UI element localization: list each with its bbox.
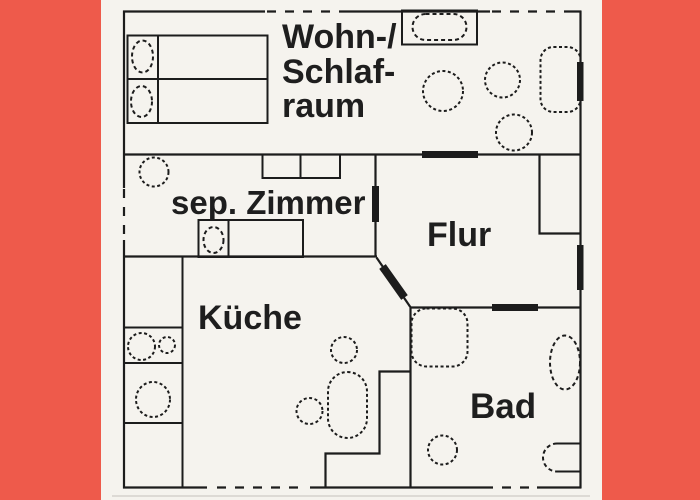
hob-icon [135, 381, 171, 418]
room-label-kueche: Küche [198, 299, 302, 337]
bar-wohnraum-flur [422, 151, 478, 158]
room-label-line: raum [282, 87, 366, 125]
room-label-sep-zimmer: sep. Zimmer [171, 184, 366, 221]
pillow-icon [130, 85, 153, 118]
sink-icon [127, 332, 156, 361]
scan-smudge-line [112, 495, 590, 497]
chair-icon [495, 113, 533, 152]
bar-sepzimmer-door [372, 186, 379, 222]
kueche-step-wall [324, 370, 411, 488]
chair-icon [330, 336, 358, 364]
room-label-line: Schlaf- [282, 52, 396, 91]
chair-icon [295, 397, 324, 425]
pillow-icon [202, 226, 225, 254]
room-label-bad: Bad [470, 387, 537, 426]
shower-icon [410, 307, 469, 368]
room-label-flur: Flur [427, 216, 492, 254]
double-bed [126, 34, 269, 124]
chair-icon [422, 70, 464, 112]
sofa-icon [539, 46, 582, 113]
table-icon [327, 371, 368, 439]
chair-icon [138, 156, 170, 188]
pillow-icon [131, 39, 154, 74]
washbasin-bowl-icon [542, 442, 558, 473]
room-label-line: Wohn-/ [282, 18, 397, 56]
bar-bad-door [492, 304, 538, 311]
bathtub-icon [549, 334, 581, 391]
bed-frame [197, 219, 304, 258]
door-bars [372, 62, 584, 311]
flur-closet-wall [538, 155, 581, 235]
chair-icon [484, 61, 521, 99]
sink-drain-icon [158, 336, 176, 354]
bar-diagonal-door [379, 264, 408, 300]
bar-right-wall-flur [577, 245, 584, 290]
toilet-icon [427, 434, 458, 466]
washbasin [542, 442, 581, 473]
kitchen-counter [124, 256, 184, 488]
sideboard-frame [401, 9, 478, 46]
single-bed [197, 219, 304, 258]
room-label-wohn-schlafraum: Wohn-/ Schlaf- raum [282, 20, 397, 124]
sideboard [401, 9, 478, 46]
floorplan-paper [101, 0, 602, 500]
sideboard-top-icon [411, 13, 468, 41]
wardrobe [261, 153, 341, 179]
